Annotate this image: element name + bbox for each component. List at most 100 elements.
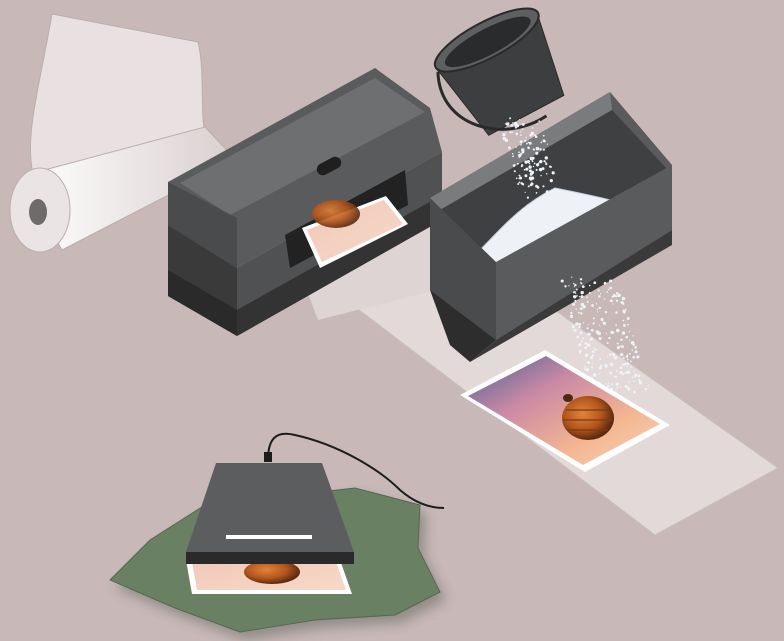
powder-particle: [519, 177, 522, 180]
powder-particle: [589, 285, 591, 287]
powder-particle: [547, 209, 549, 211]
powder-particle: [598, 295, 601, 298]
powder-particle: [540, 175, 541, 176]
powder-particle: [620, 301, 622, 303]
powder-particle: [625, 371, 628, 374]
powder-particle: [587, 343, 590, 346]
powder-particle: [579, 331, 582, 334]
powder-particle: [609, 353, 611, 355]
powder-particle: [529, 142, 532, 145]
powder-particle: [544, 197, 545, 198]
powder-particle: [609, 372, 612, 375]
powder-particle: [622, 331, 625, 334]
powder-particle: [508, 146, 511, 149]
powder-particle: [591, 366, 593, 368]
powder-particle: [629, 340, 630, 341]
powder-particle: [582, 337, 584, 339]
powder-particle: [593, 281, 596, 284]
powder-particle: [519, 175, 521, 177]
powder-particle: [598, 373, 600, 375]
powder-particle: [597, 309, 598, 310]
powder-particle: [564, 285, 566, 287]
powder-particle: [636, 355, 639, 358]
powder-particle: [608, 289, 609, 290]
powder-particle: [571, 276, 572, 277]
powder-particle: [606, 291, 608, 293]
powder-particle: [616, 387, 618, 389]
powder-particle: [632, 335, 633, 336]
powder-particle: [575, 322, 578, 325]
powder-particle: [638, 379, 640, 381]
powder-particle: [541, 167, 544, 170]
powder-particle: [616, 382, 619, 385]
powder-particle: [583, 322, 584, 323]
powder-particle: [570, 315, 573, 318]
powder-particle: [604, 282, 607, 285]
powder-particle: [633, 380, 635, 382]
powder-particle: [623, 357, 625, 359]
powder-particle: [625, 309, 627, 311]
powder-particle: [630, 366, 632, 368]
powder-particle: [525, 137, 526, 138]
powder-particle: [581, 295, 584, 298]
powder-particle: [533, 166, 534, 167]
powder-particle: [512, 132, 513, 133]
powder-particle: [627, 366, 629, 368]
powder-particle: [628, 381, 630, 383]
powder-particle: [539, 160, 542, 163]
powder-particle: [584, 366, 586, 368]
powder-particle: [591, 304, 594, 307]
powder-particle: [620, 366, 623, 369]
powder-particle: [530, 174, 532, 176]
powder-particle: [529, 163, 531, 165]
powder-particle: [522, 129, 524, 131]
powder-particle: [580, 278, 582, 280]
powder-particle: [525, 168, 528, 171]
powder-particle: [594, 348, 596, 350]
powder-particle: [606, 383, 608, 385]
powder-particle: [593, 317, 595, 319]
roll-core: [29, 199, 47, 225]
powder-particle: [580, 307, 583, 310]
cable-plug: [264, 452, 272, 462]
powder-particle: [634, 371, 635, 372]
powder-particle: [578, 325, 581, 328]
powder-particle: [545, 156, 548, 159]
powder-particle: [514, 122, 518, 126]
powder-particle: [596, 303, 598, 305]
powder-particle: [503, 137, 507, 141]
powder-particle: [615, 324, 617, 326]
powder-particle: [538, 162, 539, 163]
powder-particle: [572, 303, 575, 306]
powder-particle: [626, 355, 628, 357]
powder-particle: [535, 212, 538, 215]
powder-particle: [539, 148, 541, 150]
powder-particle: [531, 132, 535, 136]
powder-particle: [616, 370, 618, 372]
powder-particle: [580, 282, 581, 283]
powder-particle: [610, 299, 613, 302]
powder-particle: [627, 386, 629, 388]
powder-particle: [629, 331, 630, 332]
powder-particle: [574, 286, 575, 287]
powder-particle: [591, 337, 593, 339]
powder-particle: [617, 343, 619, 345]
powder-particle: [587, 333, 590, 336]
powder-particle: [540, 142, 542, 144]
powder-particle: [521, 165, 523, 167]
powder-particle: [545, 163, 547, 165]
powder-particle: [624, 312, 626, 314]
powder-particle: [537, 200, 540, 203]
powder-particle: [527, 146, 530, 149]
powder-particle: [620, 386, 622, 388]
powder-particle: [536, 147, 540, 151]
powder-particle: [648, 385, 649, 386]
powder-particle: [576, 336, 579, 339]
powder-particle: [575, 308, 577, 310]
powder-particle: [609, 279, 612, 282]
powder-particle: [534, 163, 536, 165]
powder-particle: [524, 174, 527, 177]
powder-particle: [519, 119, 520, 120]
powder-particle: [536, 192, 538, 194]
